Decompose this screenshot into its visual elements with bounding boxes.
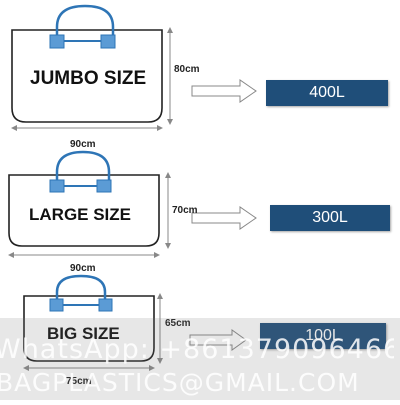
watermark-phone: WhatsApp: +8613790964661: [0, 334, 394, 365]
big-handle-tab-right: [98, 298, 113, 312]
large-capacity-box: 300L: [270, 205, 390, 231]
big-arrow: [189, 329, 247, 351]
large-bag: [8, 150, 160, 247]
large-handle: [55, 150, 111, 186]
jumbo-handle-tab-left: [49, 34, 65, 49]
jumbo-handle: [55, 4, 115, 41]
watermark-band: [0, 318, 400, 400]
large-bag-outline: [8, 174, 160, 247]
jumbo-bag-outline: [11, 29, 163, 123]
big-width-label: 75cm: [66, 376, 92, 387]
jumbo-size-label: JUMBO SIZE: [30, 68, 147, 89]
jumbo-arrow: [191, 79, 257, 103]
big-handle: [55, 274, 107, 305]
large-size-label: LARGE SIZE: [29, 205, 132, 224]
big-capacity-box: 100L: [260, 323, 386, 349]
jumbo-width-label: 90cm: [70, 139, 96, 150]
large-arrow: [191, 206, 257, 230]
jumbo-handle-tab-right: [100, 34, 116, 49]
big-bag-outline: [23, 295, 155, 362]
large-handle-tab-left: [49, 179, 65, 193]
large-width-label: 90cm: [70, 263, 96, 274]
jumbo-height-label: 80cm: [174, 64, 200, 75]
jumbo-capacity-box: 400L: [266, 80, 388, 106]
large-height-label: 70cm: [172, 205, 198, 216]
big-height-label: 65cm: [165, 318, 191, 329]
big-size-label: BIG SIZE: [47, 324, 120, 343]
jumbo-bag: [11, 4, 163, 123]
big-handle-tab-left: [49, 298, 64, 312]
big-bag: [23, 274, 155, 362]
large-handle-tab-right: [96, 179, 112, 193]
watermark-email: BAGPLASTICS@GMAIL.COM: [0, 368, 360, 397]
